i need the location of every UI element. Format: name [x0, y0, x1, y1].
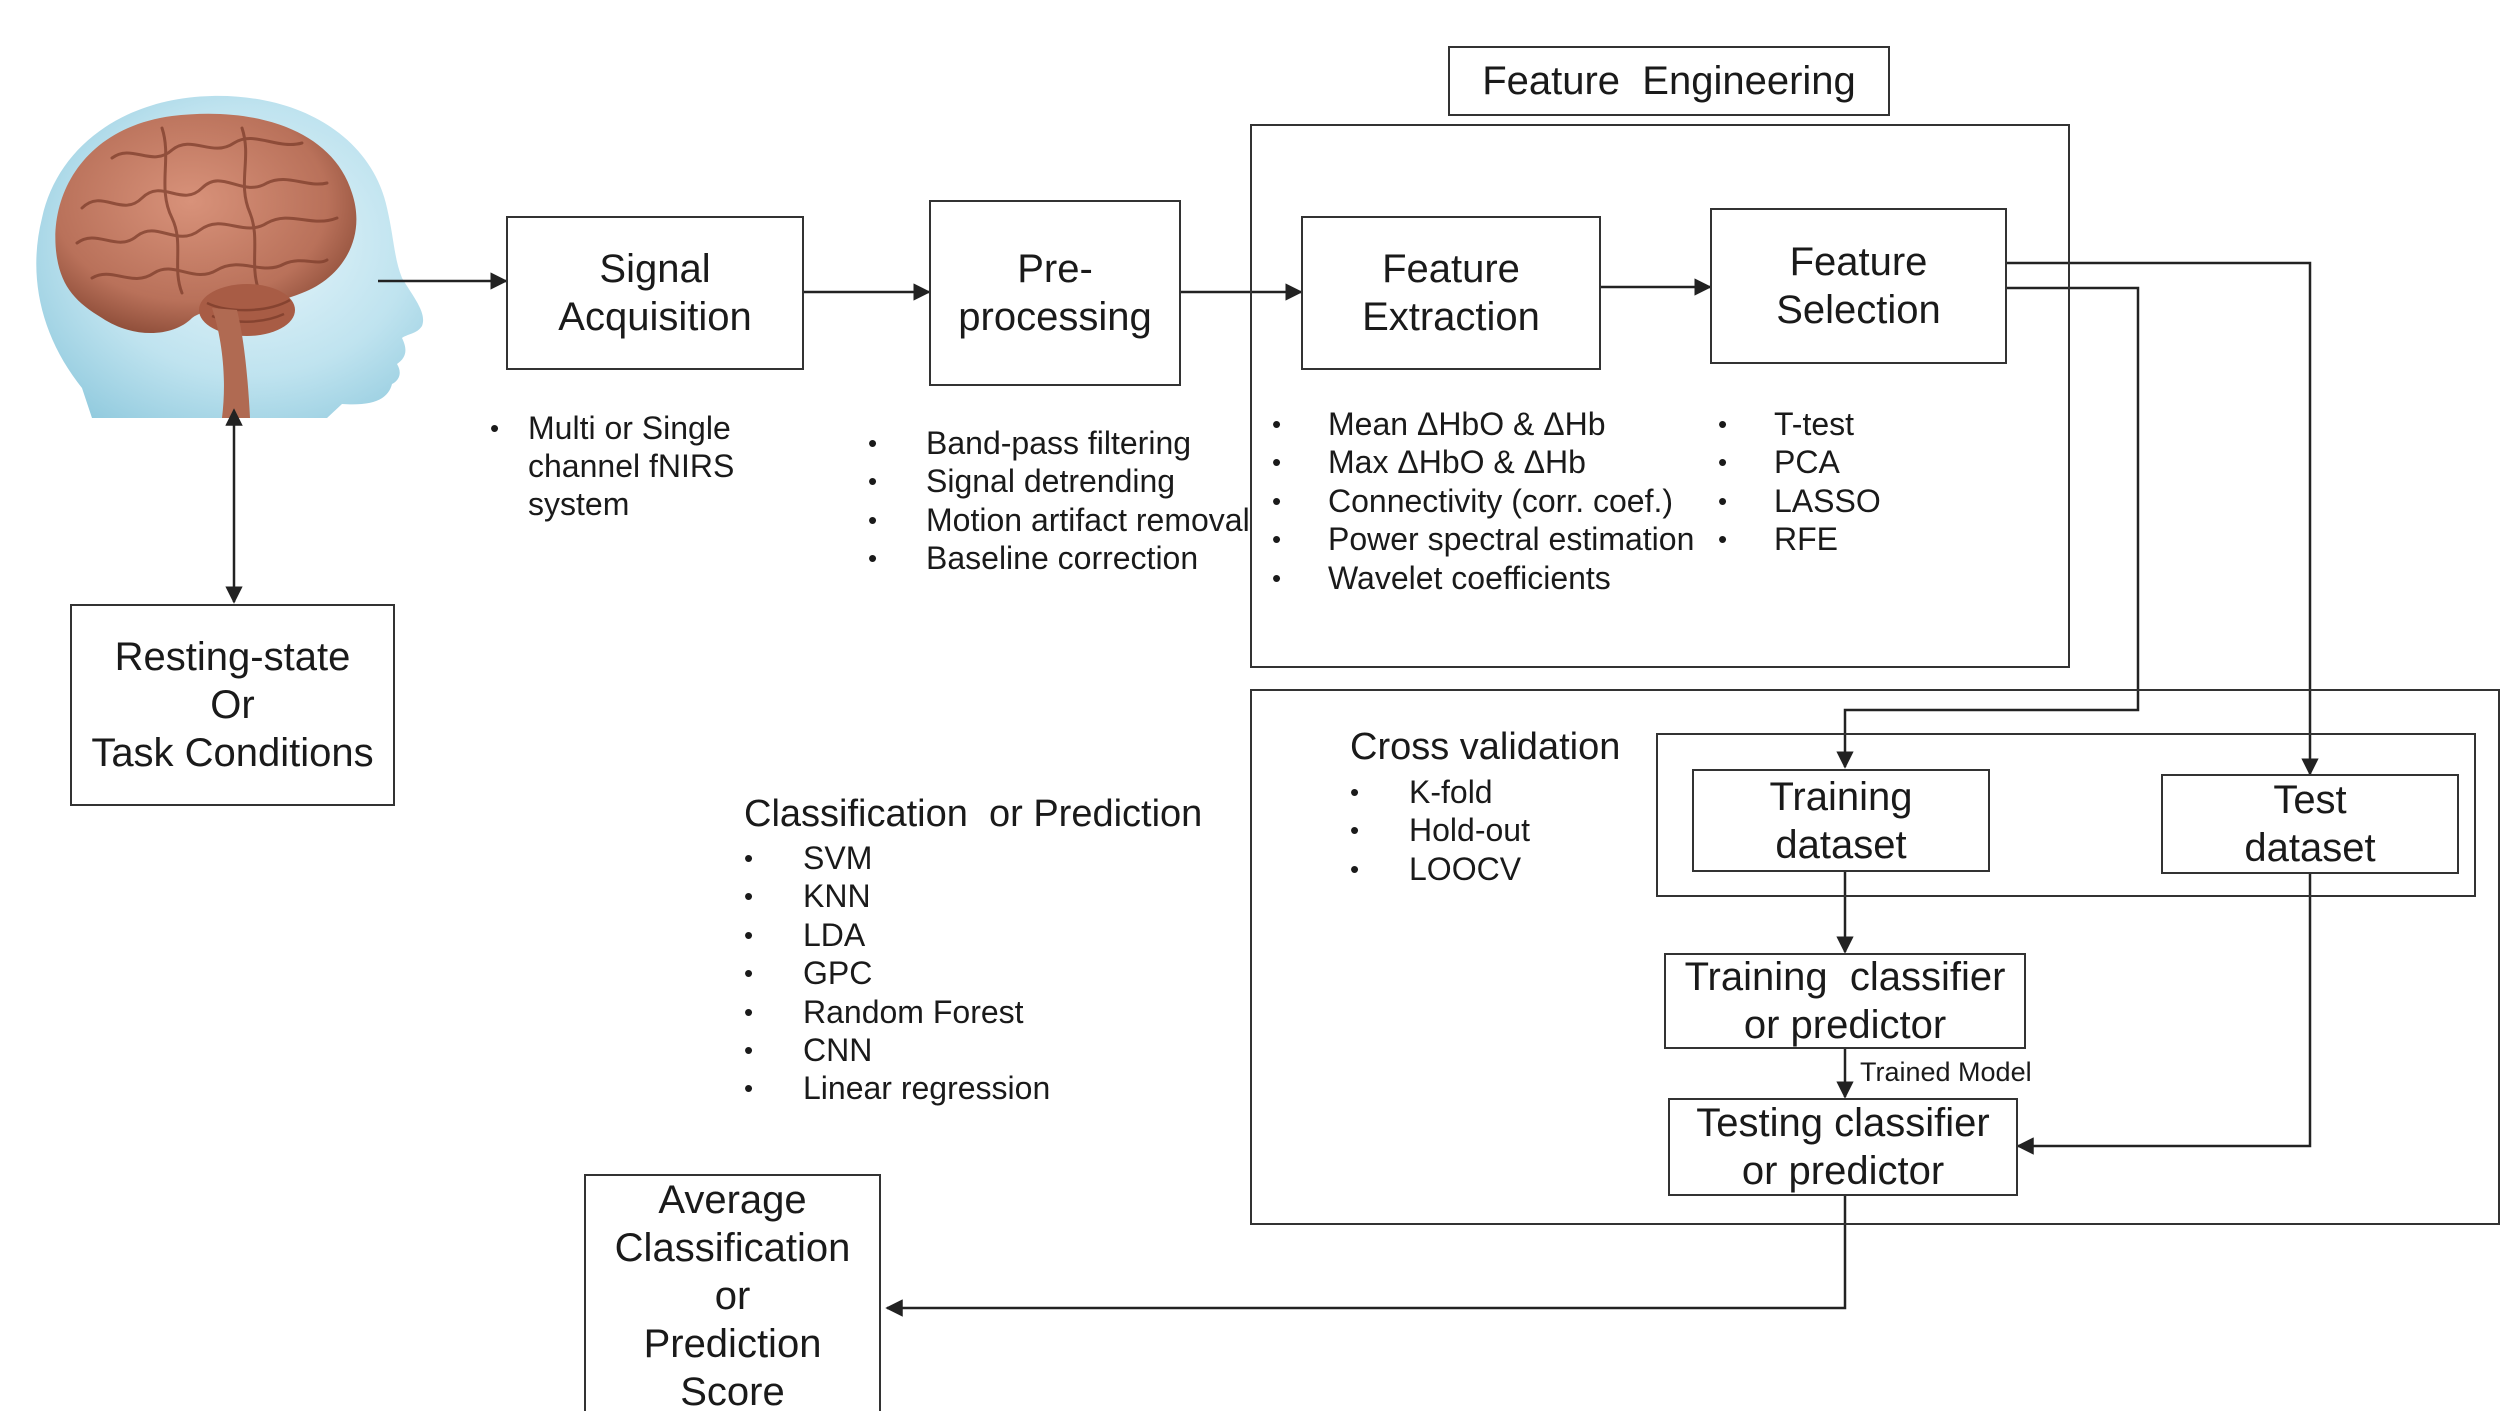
extraction-item: Connectivity (corr. coef.) [1272, 482, 1694, 521]
preprocessing-line-1: Pre- [1017, 247, 1093, 291]
training-classifier-line-2: or predictor [1743, 1003, 1947, 1047]
selection-item: RFE [1718, 520, 1881, 559]
brain-head-illustration [36, 95, 424, 418]
average-score-line-3: or [714, 1274, 751, 1318]
cross-validation-item: Hold-out [1350, 811, 1530, 850]
classification-item: GPC [744, 954, 1050, 993]
acquisition-item-cont-1: channel fNIRS [528, 448, 735, 484]
extraction-list: Mean ΔHbO & ΔHb Max ΔHbO & ΔHb Connectiv… [1272, 405, 1694, 597]
cross-validation-item: K-fold [1350, 773, 1530, 812]
average-score-line-1: Average [658, 1178, 807, 1222]
arrow-selection-to-training-dataset [1836, 286, 2140, 769]
arrow-selection-to-test-dataset [2007, 261, 2319, 776]
arrow-testing-to-average-score [885, 1196, 1847, 1317]
average-score-line-4: Prediction [643, 1322, 822, 1366]
cross-validation-frame [1250, 689, 2500, 1225]
average-score-line-2: Classification [614, 1226, 851, 1270]
training-classifier-line-1: Training classifier [1684, 955, 2006, 999]
selection-list: T-test PCA LASSO RFE [1718, 405, 1881, 559]
selection-item: T-test [1718, 405, 1881, 444]
training-dataset-line-1: Training [1769, 774, 1913, 819]
feature-extraction-line-2: Extraction [1362, 295, 1540, 339]
classification-item: KNN [744, 877, 1050, 916]
acquisition-item-cont-2: system [528, 486, 630, 522]
feature-selection-line-2: Selection [1776, 288, 1941, 332]
preprocessing-box: Pre-processing [929, 200, 1181, 386]
testing-classifier-line-2: or predictor [1741, 1149, 1945, 1193]
extraction-item: Power spectral estimation [1272, 520, 1694, 559]
signal-acquisition-line-1: Signal [599, 247, 711, 291]
arrow-test-dataset-to-testing-classifier [2016, 874, 2312, 1155]
feature-engineering-frame [1250, 124, 2070, 668]
resting-state-line-3: Task Conditions [91, 731, 374, 775]
preprocessing-item: Baseline correction [868, 539, 1250, 578]
preprocessing-item: Band-pass filtering [868, 424, 1250, 463]
classification-item: CNN [744, 1031, 1050, 1070]
preprocessing-line-2: processing [958, 295, 1152, 339]
classification-list: SVM KNN LDA GPC Random Forest CNN Linear… [744, 839, 1050, 1108]
resting-state-line-2: Or [210, 683, 255, 727]
testing-classifier-line-1: Testing classifier [1696, 1101, 1990, 1145]
feature-selection-line-1: Feature [1789, 240, 1928, 284]
classification-item: SVM [744, 839, 1050, 878]
datasets-frame [1656, 733, 2476, 897]
test-dataset-line-2: dataset [2244, 826, 2376, 870]
extraction-item: Mean ΔHbO & ΔHb [1272, 405, 1694, 444]
cross-validation-list: K-fold Hold-out LOOCV [1350, 773, 1530, 889]
trained-model-label: Trained Model [1860, 1057, 2032, 1087]
selection-item: LASSO [1718, 482, 1881, 521]
feature-engineering-title-box: Feature Engineering [1448, 46, 1890, 116]
preprocessing-list: Band-pass filtering Signal detrending Mo… [868, 424, 1250, 578]
signal-acquisition-line-2: Acquisition [558, 295, 752, 339]
feature-engineering-title: Feature Engineering [1482, 59, 1856, 103]
extraction-item: Wavelet coefficients [1272, 559, 1694, 598]
resting-state-line-1: Resting-state [114, 635, 351, 679]
classification-item: Random Forest [744, 993, 1050, 1032]
extraction-item: Max ΔHbO & ΔHb [1272, 443, 1694, 482]
cross-validation-heading: Cross validation [1350, 726, 1621, 768]
classification-item: Linear regression [744, 1069, 1050, 1108]
selection-item: PCA [1718, 443, 1881, 482]
training-dataset-line-2: dataset [1775, 822, 1907, 867]
average-score-line-5: Score [680, 1370, 785, 1414]
preprocessing-item: Signal detrending [868, 462, 1250, 501]
feature-extraction-line-1: Feature [1382, 247, 1520, 291]
classification-item: LDA [744, 916, 1050, 955]
classification-heading: Classification or Prediction [744, 793, 1203, 835]
preprocessing-item: Motion artifact removal [868, 501, 1250, 540]
test-dataset-line-1: Test [2273, 778, 2347, 822]
cross-validation-item: LOOCV [1350, 850, 1530, 889]
